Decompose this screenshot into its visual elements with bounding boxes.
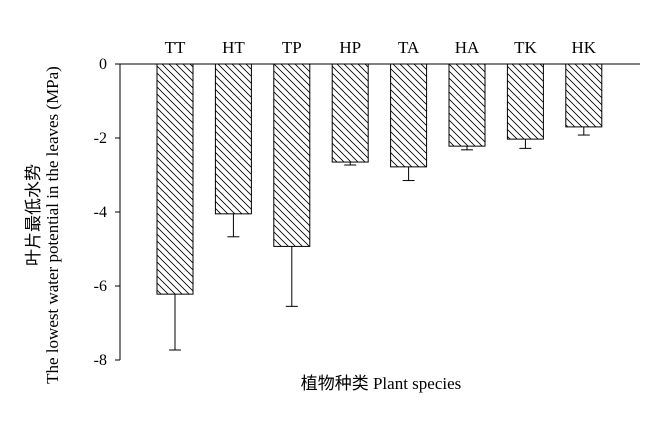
y-ticks-group: 0 -2 -4 -6 -8 (94, 56, 120, 369)
category-label-HP: HP (339, 38, 361, 57)
category-label-HT: HT (222, 38, 245, 57)
y-axis-title-zh: 叶片最低水势 (24, 164, 43, 266)
y-axis-title-en: The lowest water potential in the leaves… (43, 66, 62, 384)
y-tick-label: -2 (94, 130, 107, 147)
error-bar-TP (285, 246, 298, 307)
bar-TK (506, 63, 544, 140)
error-bar-HA (461, 146, 473, 151)
error-bar-TK (519, 139, 532, 149)
bars-group (156, 63, 603, 295)
category-label-TK: TK (514, 38, 537, 57)
category-labels-group: TT HT TP HP TA HA TK HK (165, 38, 597, 57)
bar-TA (390, 63, 428, 168)
bar-HK (565, 63, 603, 128)
error-bar-TT (169, 294, 181, 351)
error-bar-HK (577, 126, 590, 136)
error-bar-TA (402, 166, 415, 182)
bar-HP (331, 63, 369, 163)
y-tick-label: -6 (94, 278, 107, 295)
error-bar-HP (344, 162, 357, 166)
bar-TP (273, 63, 311, 247)
bar-HT (214, 63, 252, 215)
category-label-HK: HK (572, 38, 597, 57)
y-tick-label: 0 (99, 56, 107, 73)
category-label-TT: TT (165, 38, 186, 57)
bar-HA (448, 63, 486, 147)
y-tick-label: -4 (94, 204, 107, 221)
category-label-HA: HA (455, 38, 480, 57)
error-bar-HT (227, 213, 240, 238)
category-label-TA: TA (398, 38, 420, 57)
x-axis-title: 植物种类 Plant species (301, 374, 462, 393)
category-label-TP: TP (282, 38, 302, 57)
bar-TT (156, 63, 194, 295)
error-bars-group (169, 126, 590, 351)
y-tick-label: -8 (94, 352, 107, 369)
